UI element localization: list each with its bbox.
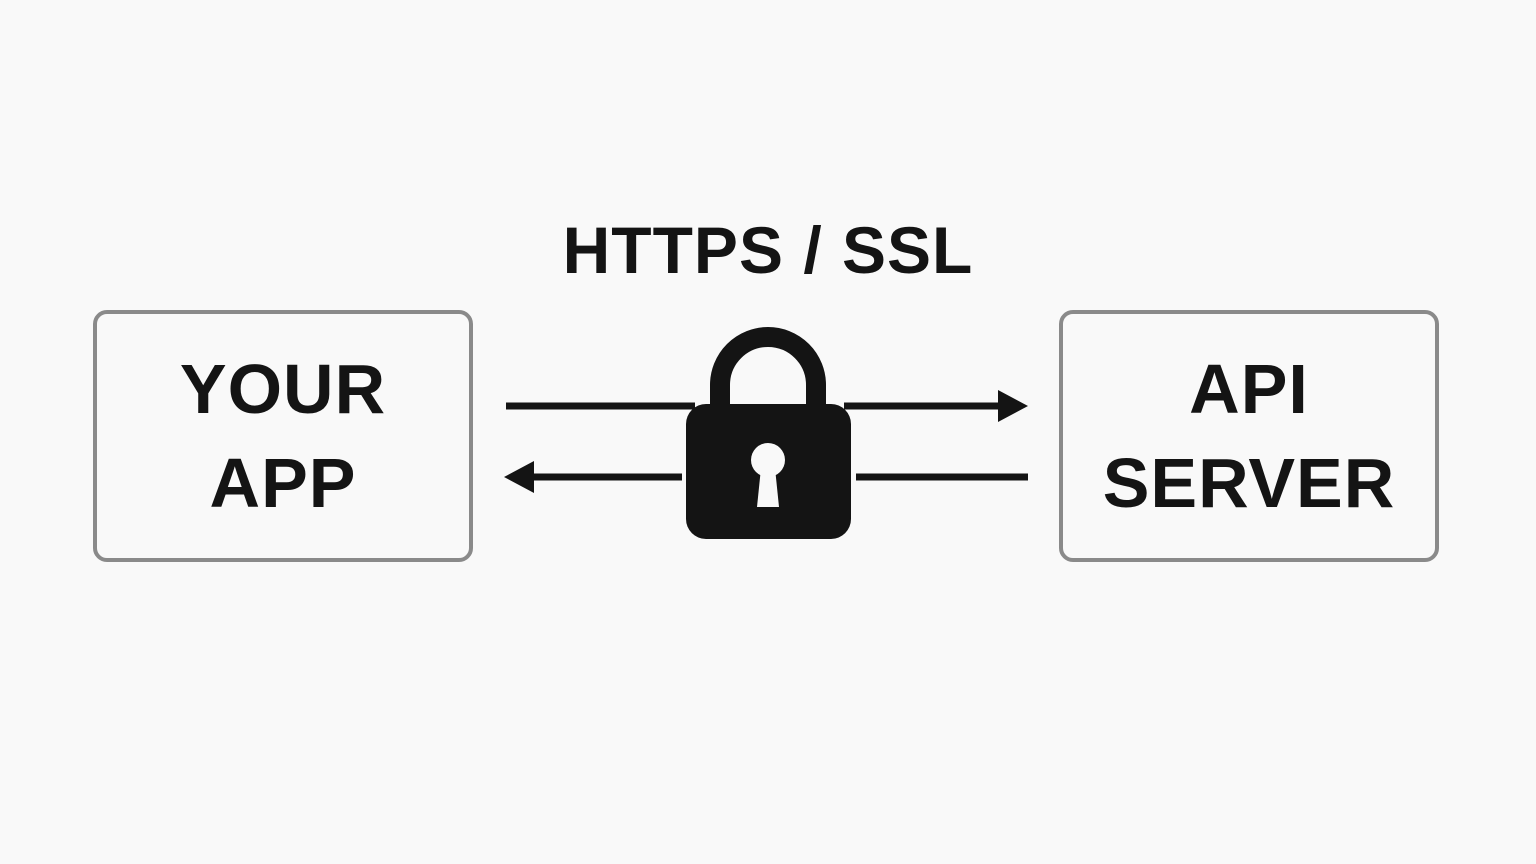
client-app-box: YOUR APP (93, 310, 473, 562)
keyhole-slot (757, 468, 779, 507)
response-arrow (504, 461, 1028, 493)
request-arrow (506, 390, 1028, 422)
server-label-line-1: API (1189, 350, 1309, 428)
padlock-icon (686, 327, 851, 539)
protocol-label: HTTPS / SSL (562, 213, 974, 287)
client-label-line-1: YOUR (179, 350, 387, 428)
request-arrow-head (998, 390, 1028, 422)
server-label-line-2: SERVER (1102, 444, 1396, 522)
client-label-line-2: APP (209, 444, 357, 522)
response-arrow-head (504, 461, 534, 493)
api-server-box: API SERVER (1059, 310, 1439, 562)
padlock-shackle (710, 327, 826, 410)
keyhole-circle (751, 443, 785, 477)
